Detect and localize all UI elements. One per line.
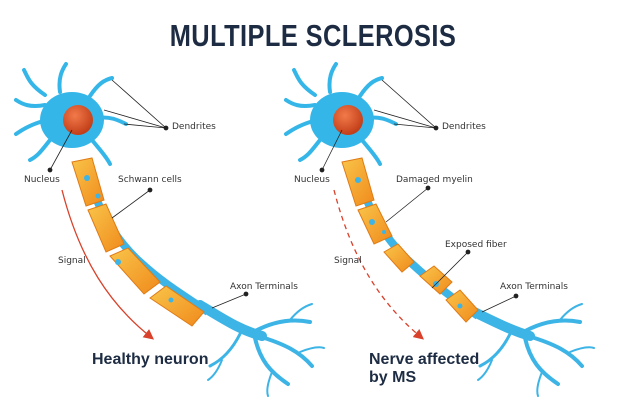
healthy-nucleus [63, 105, 93, 135]
healthy-neuron [14, 62, 325, 397]
healthy-schwann-label: Schwann cells [118, 175, 182, 185]
healthy-dendrites-label: Dendrites [172, 122, 216, 132]
healthy-leader-lines [47, 79, 249, 309]
ms-neuron [284, 62, 595, 397]
ms-caption-line1: Nerve affected [369, 351, 480, 368]
ms-axon-terminals [465, 303, 595, 397]
healthy-myelin-sheath [71, 157, 211, 327]
healthy-signal-label: Signal [58, 256, 86, 266]
healthy-caption: Healthy neuron [92, 351, 209, 368]
ms-damaged-myelin-sheath [341, 157, 481, 323]
ms-damaged-myelin-label: Damaged myelin [396, 175, 473, 185]
ms-signal-arrow [333, 189, 425, 340]
healthy-axon-terminals [195, 300, 325, 397]
ms-caption: Nerve affected by MS [369, 351, 479, 387]
ms-caption-line2: by MS [369, 369, 417, 386]
healthy-nucleus-label: Nucleus [24, 175, 60, 185]
healthy-cell-body [14, 62, 128, 166]
ms-axon-terminals-label: Axon Terminals [500, 282, 569, 292]
ms-dendrites-label: Dendrites [442, 122, 486, 132]
ms-nucleus-label: Nucleus [294, 175, 330, 185]
ms-nucleus [333, 105, 363, 135]
page-title: MULTIPLE SCLEROSIS [169, 18, 457, 53]
healthy-axon-terminals-label: Axon Terminals [230, 282, 299, 292]
healthy-signal-arrow [61, 189, 155, 340]
ms-leader-lines [319, 79, 519, 313]
ms-cell-body [284, 62, 398, 166]
ms-signal-label: Signal [334, 256, 362, 266]
ms-exposed-fiber-label: Exposed fiber [445, 240, 507, 250]
